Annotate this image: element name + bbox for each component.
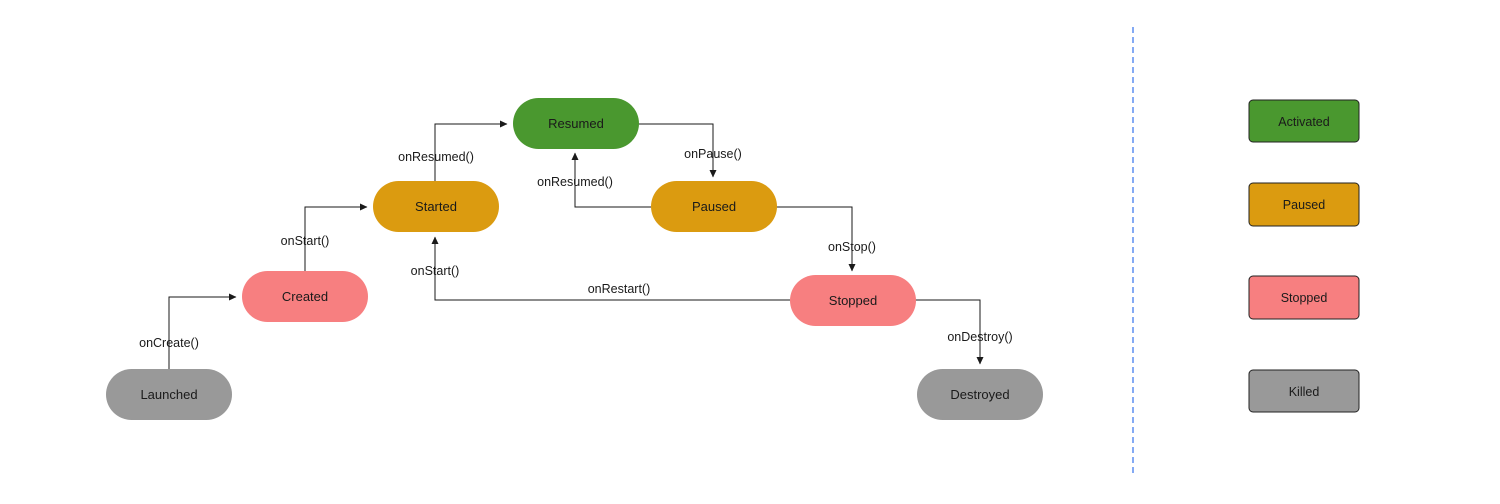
state-nodes: Launched Created Started Resumed Paused … bbox=[106, 98, 1043, 420]
legend-item-paused: Paused bbox=[1248, 182, 1360, 227]
state-created: Created bbox=[242, 271, 368, 322]
label-on-restart: onRestart() bbox=[588, 282, 651, 296]
state-launched: Launched bbox=[106, 369, 232, 420]
label-on-resumed: onResumed() bbox=[398, 150, 474, 164]
state-launched-shape bbox=[106, 369, 232, 420]
edge-started-to-resumed bbox=[434, 120, 508, 181]
edge-paused-to-stopped bbox=[776, 206, 856, 272]
edge-stopped-to-destroyed bbox=[915, 299, 984, 365]
legend-swatch-activated bbox=[1248, 99, 1360, 143]
legend-label-killed: Killed bbox=[1289, 385, 1320, 399]
label-on-pause: onPause() bbox=[684, 147, 742, 161]
state-created-label: Created bbox=[282, 289, 328, 304]
legend-item-killed: Killed bbox=[1248, 369, 1360, 413]
legend-label-activated: Activated bbox=[1278, 115, 1329, 129]
state-created-shape bbox=[242, 271, 368, 322]
state-paused-label: Paused bbox=[692, 199, 736, 214]
state-destroyed: Destroyed bbox=[917, 369, 1043, 420]
legend-swatch-killed bbox=[1248, 369, 1360, 413]
state-stopped-shape bbox=[790, 275, 916, 326]
state-resumed: Resumed bbox=[513, 98, 639, 149]
label-on-create: onCreate() bbox=[139, 336, 199, 350]
state-stopped-label: Stopped bbox=[829, 293, 877, 308]
state-destroyed-shape bbox=[917, 369, 1043, 420]
state-paused-shape bbox=[651, 181, 777, 232]
legend-swatch-stopped bbox=[1248, 275, 1360, 320]
legend-swatch-paused bbox=[1248, 182, 1360, 227]
label-on-stop: onStop() bbox=[828, 240, 876, 254]
state-stopped: Stopped bbox=[790, 275, 916, 326]
state-started-label: Started bbox=[415, 199, 457, 214]
edges bbox=[168, 120, 984, 369]
label-on-start: onStart() bbox=[281, 234, 330, 248]
legend-label-stopped: Stopped bbox=[1281, 291, 1328, 305]
legend-label-paused: Paused bbox=[1283, 198, 1325, 212]
state-paused: Paused bbox=[651, 181, 777, 232]
edge-resumed-to-paused bbox=[639, 123, 717, 178]
edge-stopped-to-started bbox=[431, 236, 790, 301]
legend-item-activated: Activated bbox=[1248, 99, 1360, 143]
state-resumed-shape bbox=[513, 98, 639, 149]
state-launched-label: Launched bbox=[140, 387, 197, 402]
legend-item-stopped: Stopped bbox=[1248, 275, 1360, 320]
state-started: Started bbox=[373, 181, 499, 232]
edge-launched-to-created bbox=[168, 293, 237, 369]
label-on-start-restart: onStart() bbox=[411, 264, 460, 278]
state-started-shape bbox=[373, 181, 499, 232]
edge-paused-to-resumed bbox=[571, 152, 651, 208]
state-destroyed-label: Destroyed bbox=[950, 387, 1009, 402]
legend: Activated Paused Stopped Killed bbox=[1248, 99, 1360, 413]
state-resumed-label: Resumed bbox=[548, 116, 604, 131]
label-on-destroy: onDestroy() bbox=[947, 330, 1012, 344]
edge-created-to-started bbox=[304, 203, 368, 271]
label-on-resumed-back: onResumed() bbox=[537, 175, 613, 189]
edge-labels: onCreate() onStart() onResumed() onPause… bbox=[139, 147, 1013, 350]
